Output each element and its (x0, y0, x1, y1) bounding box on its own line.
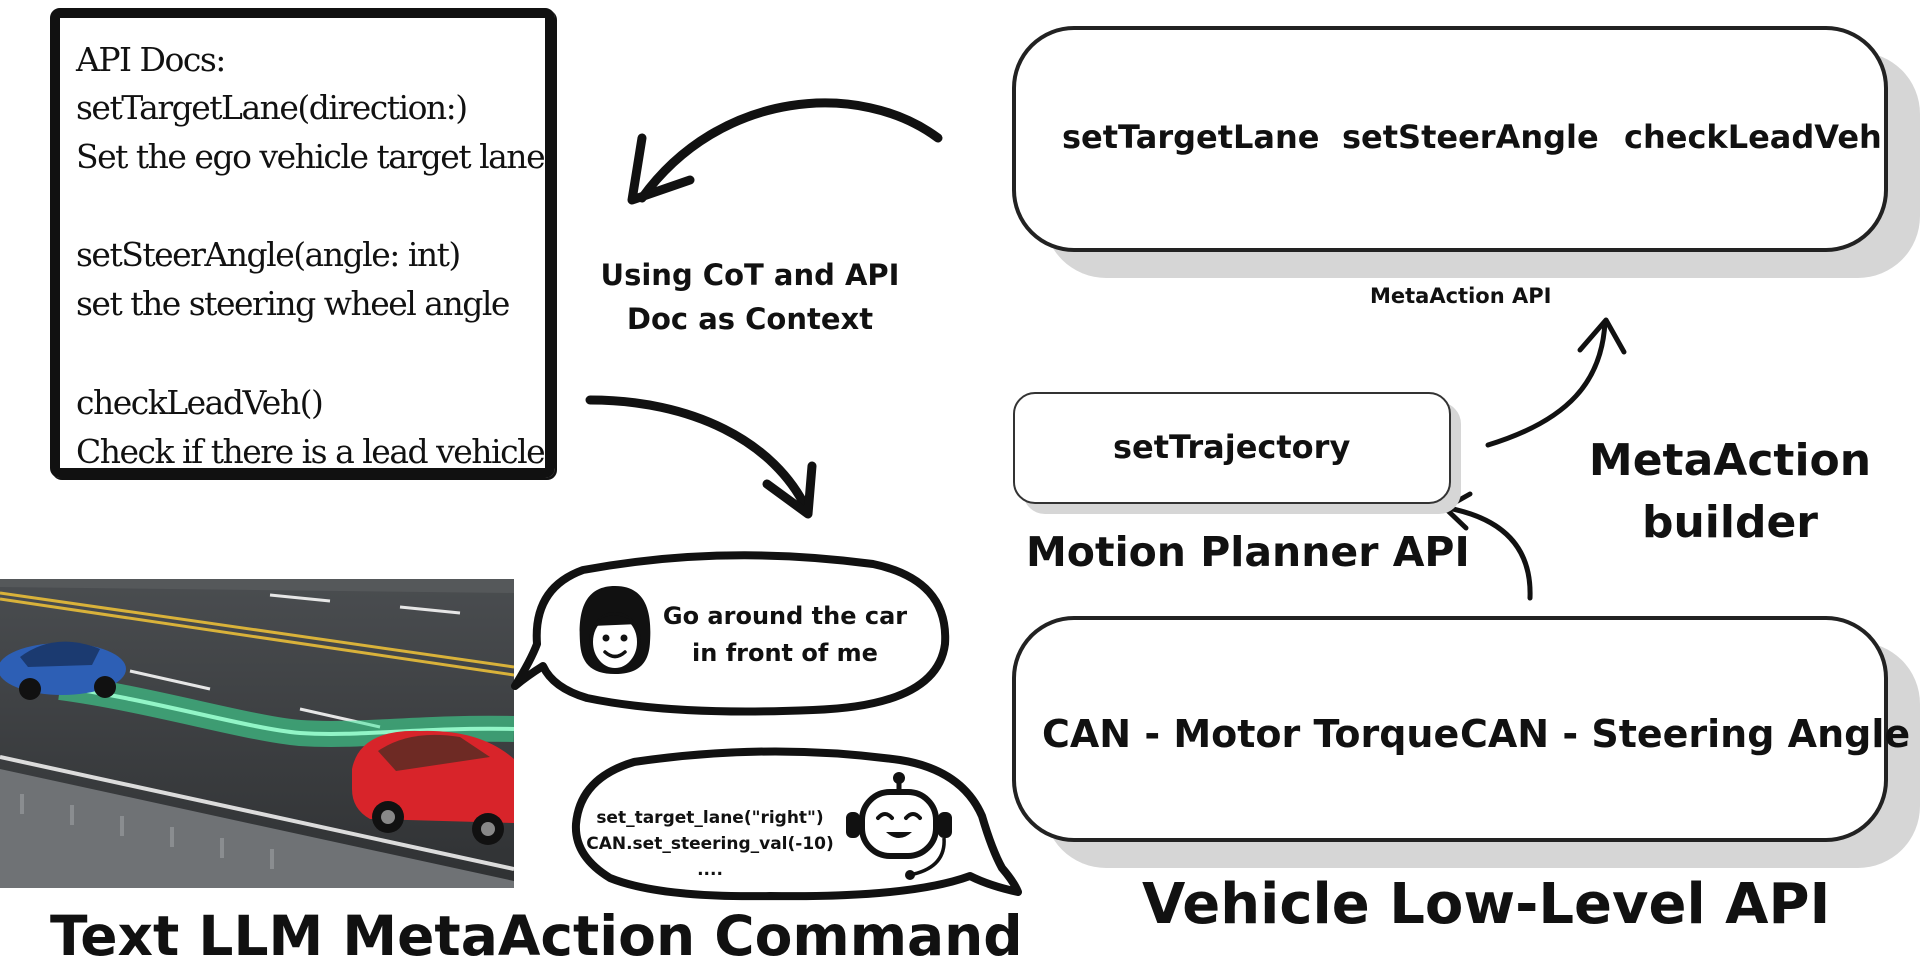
arrow-docs-to-chat (585, 395, 813, 517)
motion-planner-caption: Motion Planner API (1026, 528, 1470, 576)
doc-signature-checkleadveh: checkLeadVeh() (76, 383, 324, 422)
cot-context-label-line2: Doc as Context (626, 302, 874, 336)
motion-planner-box: setTrajectory (1013, 392, 1451, 504)
red-car (352, 730, 514, 845)
arrow-metaaction-to-docs (637, 98, 943, 203)
doc-description-settargetlane: Set the ego vehicle target lane (76, 137, 546, 176)
arrow-metaaction-to-docs-head (627, 133, 695, 205)
vehicle-low-level-panel: CAN - Motor Torque CAN - Steering Angle (1012, 616, 1910, 842)
metaaction-item-settargetlane: setTargetLane (1062, 118, 1320, 156)
metaaction-builder-line2: builder (1641, 497, 1819, 548)
lowlevel-item-steering-angle: CAN - Steering Angle (1460, 712, 1911, 756)
vehicle-low-level-caption: Vehicle Low-Level API (1142, 872, 1831, 937)
cot-context-label: Using CoT and API Doc as Context (600, 253, 900, 341)
road-scene-image (0, 579, 514, 888)
llm-output-text: set_target_lane("right") CAN.set_steerin… (582, 805, 838, 883)
metaaction-item-checkleadveh: checkLeadVeh (1624, 118, 1882, 156)
doc-signature-settargetlane: setTargetLane(direction:) (76, 88, 468, 127)
llm-output-line3: .... (697, 860, 723, 880)
arrow-lowlevel-to-planner-head (1442, 491, 1473, 531)
llm-output-line2: CAN.set_steering_val(-10) (586, 834, 834, 854)
api-docs-box: API Docs: setTargetLane(direction:) Set … (50, 8, 555, 478)
doc-description-setsteerangle: set the steering wheel angle (76, 284, 510, 323)
woman-face-icon (579, 586, 651, 674)
road-scene-illustration (0, 579, 514, 888)
arrow-docs-to-chat-head (762, 461, 817, 519)
user-command-line2: in front of me (692, 639, 878, 667)
main-caption: Text LLM MetaAction Command (50, 904, 1023, 968)
arrow-trajectory-to-metaaction-head (1577, 317, 1627, 355)
doc-signature-setsteerangle: setSteerAngle(angle: int) (76, 235, 461, 274)
metaaction-api-caption: MetaAction API (1370, 284, 1552, 308)
arrow-lowlevel-to-planner (1445, 505, 1533, 601)
llm-speech-bubble (571, 747, 1022, 901)
doc-description-checkleadveh: Check if there is a lead vehicle (76, 432, 546, 471)
metaaction-builder-label: MetaAction builder (1580, 430, 1880, 554)
robot-face-icon (846, 772, 952, 880)
metaaction-item-setsteerangle: setSteerAngle (1342, 118, 1599, 156)
api-docs-heading: API Docs: (76, 40, 226, 79)
metaaction-api-panel: setTargetLane setSteerAngle checkLeadVeh (1012, 26, 1888, 252)
cot-context-label-line1: Using CoT and API (600, 258, 900, 292)
metaaction-builder-line1: MetaAction (1588, 435, 1872, 486)
blue-car (0, 641, 126, 700)
user-command-line1: Go around the car (662, 602, 908, 630)
llm-output-line1: set_target_lane("right") (596, 808, 824, 828)
arrow-trajectory-to-metaaction (1485, 319, 1608, 448)
lowlevel-item-motor-torque: CAN - Motor Torque (1042, 712, 1460, 756)
motion-planner-item-settrajectory: setTrajectory (1113, 428, 1351, 466)
user-command-text: Go around the car in front of me (660, 598, 910, 672)
